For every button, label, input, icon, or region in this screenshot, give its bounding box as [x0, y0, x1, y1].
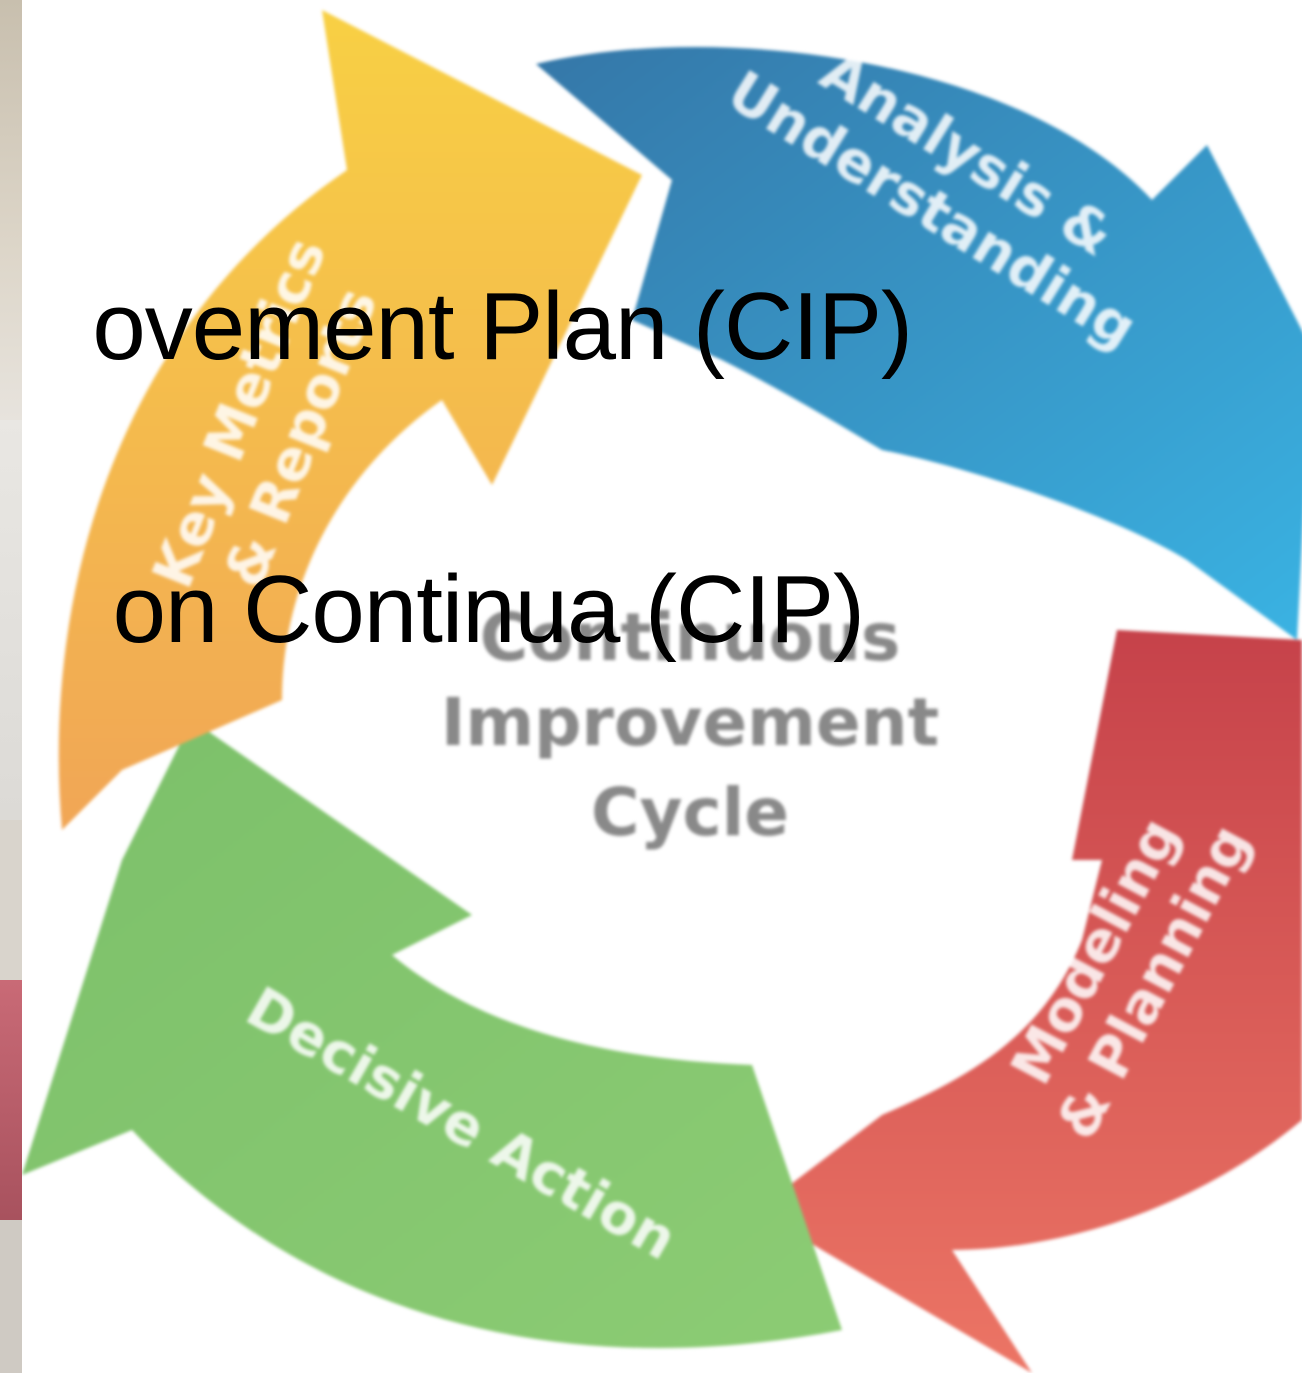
modeling-arrow — [757, 630, 1302, 1373]
center-label-line2: Improvement — [441, 684, 939, 761]
center-label-line3: Cycle — [591, 774, 789, 851]
decisive-action-arrow — [22, 720, 842, 1349]
center-label-line1: Continuous — [480, 599, 901, 676]
slide-title-spanish: on Continua (CIP) — [112, 556, 865, 663]
continuous-improvement-cycle-diagram: Analysis & Understanding Modeling & Plan… — [22, 10, 1302, 1373]
analysis-arrow — [536, 46, 1302, 640]
key-metrics-arrow — [58, 10, 642, 830]
slide-title-english: ovement Plan (CIP) — [92, 273, 913, 380]
background-photo-strip — [0, 0, 22, 1373]
